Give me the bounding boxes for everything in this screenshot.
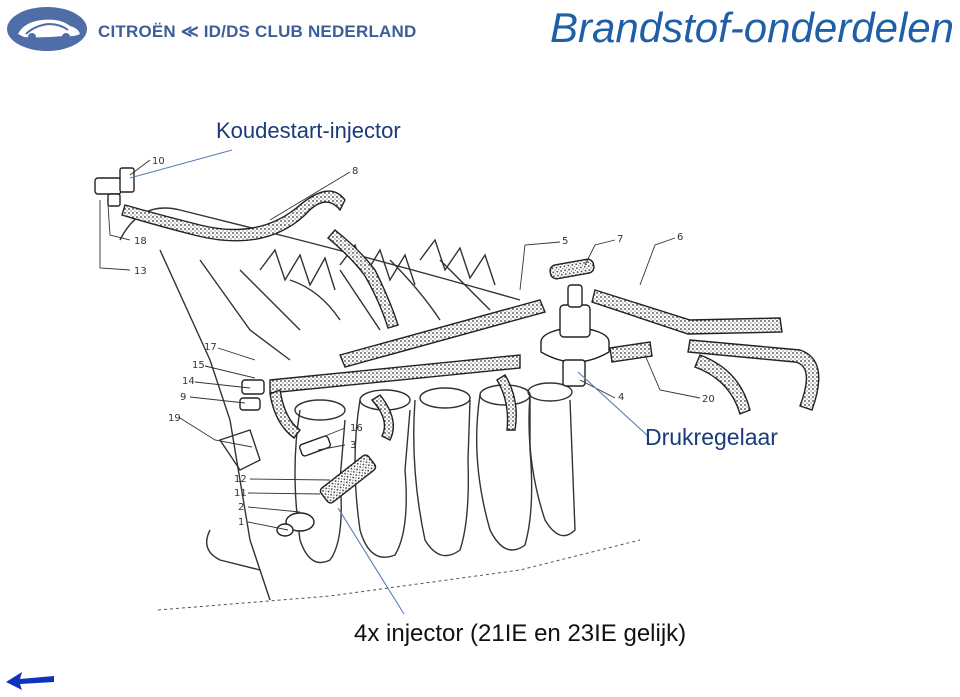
part-number: 18 (134, 236, 147, 247)
part-leaders (99, 159, 701, 531)
part-number: 3 (350, 440, 356, 451)
page-title: Brandstof-onderdelen (550, 4, 954, 51)
back-arrow-icon (6, 672, 54, 690)
cold-start-injector (94, 167, 135, 207)
callout-leaders (129, 149, 649, 615)
fuel-hoses (121, 190, 820, 441)
part-number: 12 (234, 474, 247, 485)
part-number: 15 (192, 360, 205, 371)
cold-start-injector-label: Koudestart-injector (216, 118, 401, 143)
pressure-regulator-label: Drukregelaar (645, 424, 778, 450)
back-button[interactable] (2, 668, 58, 692)
pressure-regulator-leader (577, 371, 649, 437)
part-number: 4 (618, 392, 624, 403)
part-number-labels: 10 8 18 13 5 7 6 17 15 14 9 19 16 3 12 1… (134, 156, 715, 528)
part-number: 8 (352, 166, 358, 177)
part-number: 2 (238, 502, 244, 513)
part-number: 14 (182, 376, 195, 387)
part-number: 16 (350, 423, 363, 434)
pressure-regulator (540, 284, 610, 387)
club-name: CITROËN ≪ ID/DS CLUB NEDERLAND (98, 22, 417, 41)
part-number: 20 (702, 394, 715, 405)
part-number: 13 (134, 266, 147, 277)
part-number: 9 (180, 392, 186, 403)
cold-start-leader (129, 149, 233, 179)
part-number: 7 (617, 234, 623, 245)
part-number: 5 (562, 236, 568, 247)
part-number: 6 (677, 232, 683, 243)
car-logo-icon (7, 7, 87, 51)
part-number: 1 (238, 517, 244, 528)
part-number: 10 (152, 156, 165, 167)
part-number: 19 (168, 413, 181, 424)
part-number: 17 (204, 342, 217, 353)
club-logo: CITROËN ≪ ID/DS CLUB NEDERLAND (4, 4, 424, 56)
part-number: 11 (234, 488, 247, 499)
injector-leader (337, 507, 405, 615)
injector-part (239, 379, 377, 537)
injector-label: 4x injector (21IE en 23IE gelijk) (354, 620, 687, 647)
